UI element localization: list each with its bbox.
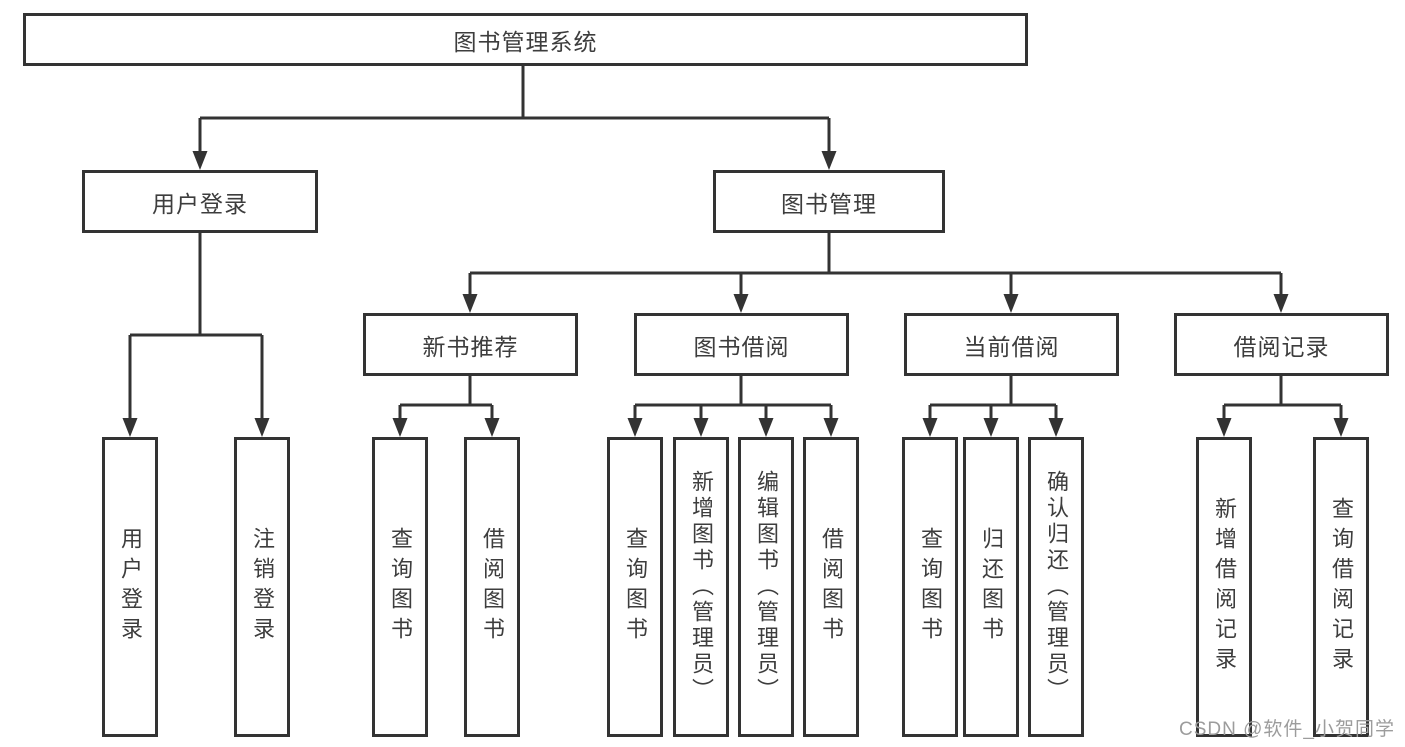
leaf-edit-book-admin-label: 编辑图书（管理员） <box>754 470 779 704</box>
leaf-query-book-recommend-label: 查询图书 <box>388 527 413 647</box>
leaf-logout-label: 注销登录 <box>250 527 275 647</box>
leaf-confirm-return-admin-label: 确认归还（管理员） <box>1044 470 1069 704</box>
node-root: 图书管理系统 <box>23 13 1028 66</box>
node-root-label: 图书管理系统 <box>453 28 598 55</box>
leaf-borrow-book-label: 借阅图书 <box>819 527 844 647</box>
leaf-borrow-book-recommend-label: 借阅图书 <box>480 527 505 647</box>
leaf-logout: 注销登录 <box>234 437 290 737</box>
edge-records-to-leaves <box>1216 376 1349 437</box>
edge-userlogin-to-leaves <box>122 233 270 437</box>
leaf-return-book: 归还图书 <box>963 437 1019 737</box>
node-user-login-label: 用户登录 <box>152 190 248 217</box>
edge-newbook-to-leaves <box>392 376 500 437</box>
edge-bookmgmt-to-level3 <box>462 233 1289 313</box>
edge-current-to-leaves <box>922 376 1064 437</box>
leaf-return-book-label: 归还图书 <box>979 527 1004 647</box>
leaf-query-book: 查询图书 <box>607 437 663 737</box>
leaf-query-book-label: 查询图书 <box>623 527 648 647</box>
leaf-add-book-admin: 新增图书（管理员） <box>673 437 729 737</box>
leaf-add-borrow-record-label: 新增借阅记录 <box>1212 497 1237 677</box>
leaf-edit-book-admin: 编辑图书（管理员） <box>738 437 794 737</box>
leaf-query-book-recommend: 查询图书 <box>372 437 428 737</box>
csdn-watermark: CSDN @软件_小贺同学 <box>1179 719 1395 740</box>
leaf-add-borrow-record: 新增借阅记录 <box>1196 437 1252 737</box>
edge-borrow-to-leaves <box>627 376 839 437</box>
node-new-book-recommend-label: 新书推荐 <box>422 333 519 360</box>
node-borrow-records: 借阅记录 <box>1174 313 1389 376</box>
node-new-book-recommend: 新书推荐 <box>363 313 578 376</box>
leaf-borrow-book-recommend: 借阅图书 <box>464 437 520 737</box>
node-borrow-records-label: 借阅记录 <box>1233 333 1330 360</box>
leaf-user-login: 用户登录 <box>102 437 158 737</box>
node-current-borrow: 当前借阅 <box>904 313 1119 376</box>
node-book-management: 图书管理 <box>713 170 945 233</box>
node-current-borrow-label: 当前借阅 <box>963 333 1060 360</box>
leaf-confirm-return-admin: 确认归还（管理员） <box>1028 437 1084 737</box>
node-book-borrow-label: 图书借阅 <box>693 333 790 360</box>
node-user-login: 用户登录 <box>82 170 318 233</box>
node-book-management-label: 图书管理 <box>781 190 877 217</box>
node-book-borrow: 图书借阅 <box>634 313 849 376</box>
leaf-query-borrow-record-label: 查询借阅记录 <box>1329 497 1354 677</box>
leaf-borrow-book: 借阅图书 <box>803 437 859 737</box>
leaf-query-current-book-label: 查询图书 <box>918 527 943 647</box>
leaf-query-current-book: 查询图书 <box>902 437 958 737</box>
leaf-add-book-admin-label: 新增图书（管理员） <box>689 470 714 704</box>
leaf-user-login-label: 用户登录 <box>118 527 143 647</box>
leaf-query-borrow-record: 查询借阅记录 <box>1313 437 1369 737</box>
edge-root-to-level2 <box>192 66 837 170</box>
